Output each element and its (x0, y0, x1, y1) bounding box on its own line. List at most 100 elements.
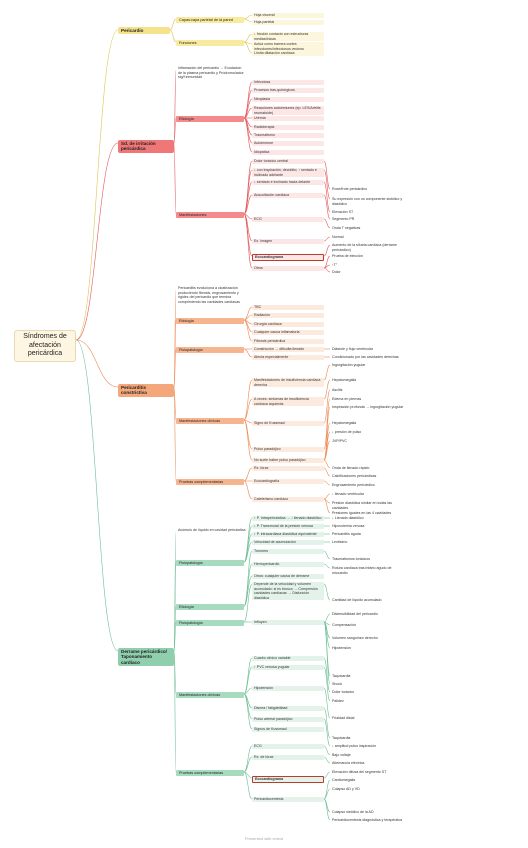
leaf-topic[interactable]: Afecta especialmente (252, 355, 324, 360)
detail-topic[interactable]: Onda T negativas (332, 226, 361, 230)
sub-topic[interactable]: Pruebas complementarias (176, 479, 244, 485)
leaf-topic[interactable]: Urémia (252, 116, 324, 121)
leaf-topic[interactable]: A veces: síntomas de insuficiencia cardí… (252, 397, 324, 407)
leaf-topic[interactable]: Limita dilatación cardíaca (252, 51, 324, 56)
leaf-topic[interactable]: Rx. tórax (252, 466, 324, 471)
leaf-topic[interactable]: Auscultación cardiaca (252, 193, 324, 198)
detail-topic[interactable]: Elevación difusa del segmento ST (332, 770, 387, 774)
detail-topic[interactable]: Segmento PR (332, 217, 355, 221)
leaf-topic[interactable]: Ecocardiograma (252, 254, 324, 261)
leaf-topic[interactable]: Hoja parietal (252, 20, 324, 25)
detail-topic[interactable]: Colapso sistólico de la AD (332, 810, 374, 814)
leaf-topic[interactable]: Depende de la velocidad y volumen acumul… (252, 582, 324, 601)
detail-topic[interactable]: Hepatomegalia (332, 421, 357, 425)
intro-text[interactable]: Acúmulo de líquido en cavidad pericárdic… (178, 528, 246, 532)
leaf-topic[interactable]: Otros (252, 266, 324, 271)
leaf-topic[interactable]: Signos de Kussmaul (252, 727, 324, 732)
sub-topic[interactable]: Fisiopatología (176, 560, 244, 566)
leaf-topic[interactable]: ECG (252, 217, 324, 222)
leaf-topic[interactable]: No suele haber pulso paradójico (252, 458, 324, 463)
detail-topic[interactable]: Bajo voltaje (332, 753, 351, 757)
detail-topic[interactable]: Dolor torácico (332, 690, 355, 694)
sub-topic[interactable]: Etiología (176, 318, 244, 324)
sub-topic[interactable]: Manifestaciones clínicas (176, 692, 244, 698)
leaf-topic[interactable]: ↓ P. Transmural de la presión venosa (252, 524, 324, 529)
leaf-topic[interactable]: Tumores (252, 549, 324, 554)
detail-topic[interactable]: Traumatismos torácicos (332, 557, 371, 561)
detail-topic[interactable]: Presiones iguales en las 4 cavidades (332, 511, 392, 515)
leaf-topic[interactable]: TBC (252, 305, 324, 310)
detail-topic[interactable]: Su expresión con un componente sistólico… (332, 197, 403, 206)
detail-topic[interactable]: Aumento de la silueta cardíaca (derrame … (332, 243, 397, 252)
detail-topic[interactable]: Edema en piernas (332, 397, 362, 401)
detail-topic[interactable]: Taquicardia (332, 674, 351, 678)
leaf-topic[interactable]: Manifestaciones de insuficiencia cardíac… (252, 378, 324, 388)
detail-topic[interactable]: Prueba de elección (332, 254, 363, 258)
sub-topic[interactable]: Fisiopatología (176, 620, 244, 626)
leaf-topic[interactable]: Cualquier causa inflamatoria (252, 330, 324, 335)
detail-topic[interactable]: Volumen sanguíneo derecho (332, 636, 378, 640)
leaf-topic[interactable]: Pulso paradójico (252, 447, 324, 452)
main-topic[interactable]: Pericardio (118, 27, 170, 35)
detail-topic[interactable]: Hipotensión (332, 646, 351, 650)
sub-topic[interactable]: Funciones (176, 40, 244, 46)
main-topic[interactable]: Sd. de irritación pericárdica (118, 140, 174, 153)
leaf-topic[interactable]: Ecocardiografía (252, 479, 324, 484)
detail-topic[interactable]: JVP/PVC (332, 439, 347, 443)
detail-topic[interactable]: Colapso AD y VD (332, 787, 360, 791)
leaf-topic[interactable]: Reacciones autoinmunes (ep. LES/Artritis… (252, 106, 324, 116)
sub-topic[interactable]: Etiología (176, 604, 244, 610)
detail-topic[interactable]: Alternancia eléctrica (332, 761, 365, 765)
leaf-topic[interactable]: Cirurgía cardíaca (252, 322, 324, 327)
detail-topic[interactable]: Hipovolemia venosa (332, 524, 365, 528)
detail-topic[interactable]: Inspiración profunda → ingurgitación yug… (332, 405, 404, 409)
detail-topic[interactable]: Pericardiocentesis diagnóstica y terapéu… (332, 818, 403, 822)
sub-topic[interactable]: Manifestaciones clínicas (176, 418, 244, 424)
main-topic[interactable]: Pericarditis constrictiva (118, 384, 174, 397)
leaf-topic[interactable]: Cuadro clínico variable (252, 656, 324, 661)
detail-topic[interactable]: Ascitis (332, 388, 343, 392)
leaf-topic[interactable]: Hipotensión (252, 686, 324, 691)
detail-topic[interactable]: Ingurgitación yugular (332, 363, 366, 367)
detail-topic[interactable]: Hepatomegalia (332, 378, 357, 382)
detail-topic[interactable]: Frialdad distal (332, 716, 355, 720)
leaf-topic[interactable]: Hemopericardio (252, 562, 324, 567)
leaf-topic[interactable]: Constricción → dificulta llenado (252, 347, 324, 352)
leaf-topic[interactable]: ECG (252, 744, 324, 749)
detail-topic[interactable]: Lentisimo (332, 540, 348, 544)
detail-topic[interactable]: Rotura cardíaca tras infarto agudo de mi… (332, 566, 392, 575)
main-topic[interactable]: Derrame pericárdico/ Taponamiento cardía… (118, 648, 174, 667)
detail-topic[interactable]: ↓ presión de pulso (332, 430, 362, 434)
leaf-topic[interactable]: Traumatismo (252, 133, 324, 138)
detail-topic[interactable]: Compensación (332, 623, 356, 627)
intro-text[interactable]: Pericarditis evoluciona a cicatrización … (178, 286, 240, 304)
leaf-topic[interactable]: Radioterapia (252, 125, 324, 130)
sub-topic[interactable]: Etiología (176, 116, 244, 122)
detail-topic[interactable]: Dolor (332, 270, 341, 274)
leaf-topic[interactable]: ↓ sentado e inclinado hacia delante (252, 180, 324, 185)
detail-topic[interactable]: Diástole y flujo ventricular (332, 347, 373, 351)
detail-topic[interactable]: Normal (332, 235, 344, 239)
leaf-topic[interactable]: ↓ con inspiración, decúbito; ↑ sentado e… (252, 168, 324, 178)
leaf-topic[interactable]: Hoja visceral (252, 13, 324, 18)
leaf-topic[interactable]: Actúa como barrera contra infecciones/in… (252, 42, 324, 52)
leaf-topic[interactable]: Ecocardiograma (252, 776, 324, 783)
leaf-topic[interactable]: Neoplasia (252, 97, 324, 102)
detail-topic[interactable]: Pericarditis aguda (332, 532, 361, 536)
leaf-topic[interactable]: Dolor torácico central (252, 159, 324, 164)
detail-topic[interactable]: Presión diastólica similar en todas las … (332, 501, 392, 510)
detail-topic[interactable]: Condicionado por las cavidades derechas (332, 355, 399, 359)
leaf-topic[interactable]: ↑ PVC venosa yugular (252, 665, 324, 670)
detail-topic[interactable]: Cantidad de líquido acumulado (332, 598, 382, 602)
intro-text[interactable]: Inflamación del pericardio → Exudación d… (178, 66, 244, 80)
leaf-topic[interactable]: Rx. de tórax (252, 755, 324, 760)
leaf-topic[interactable]: Signo de Kussmaul (252, 421, 324, 426)
detail-topic[interactable]: Distensibilidad del pericardio (332, 612, 378, 616)
leaf-topic[interactable]: Pericardiocentesis (252, 797, 324, 802)
detail-topic[interactable]: Elevación ST (332, 210, 354, 214)
leaf-topic[interactable]: Fibrosis pericárdica (252, 339, 324, 344)
leaf-topic[interactable]: ↑ P. Intrapericárdica → ↓ llenado diastó… (252, 516, 324, 521)
leaf-topic[interactable]: Radiación (252, 313, 324, 318)
leaf-topic[interactable]: Idiopática (252, 150, 324, 155)
root-topic[interactable]: Síndromes de afectación pericárdica (14, 330, 76, 362)
